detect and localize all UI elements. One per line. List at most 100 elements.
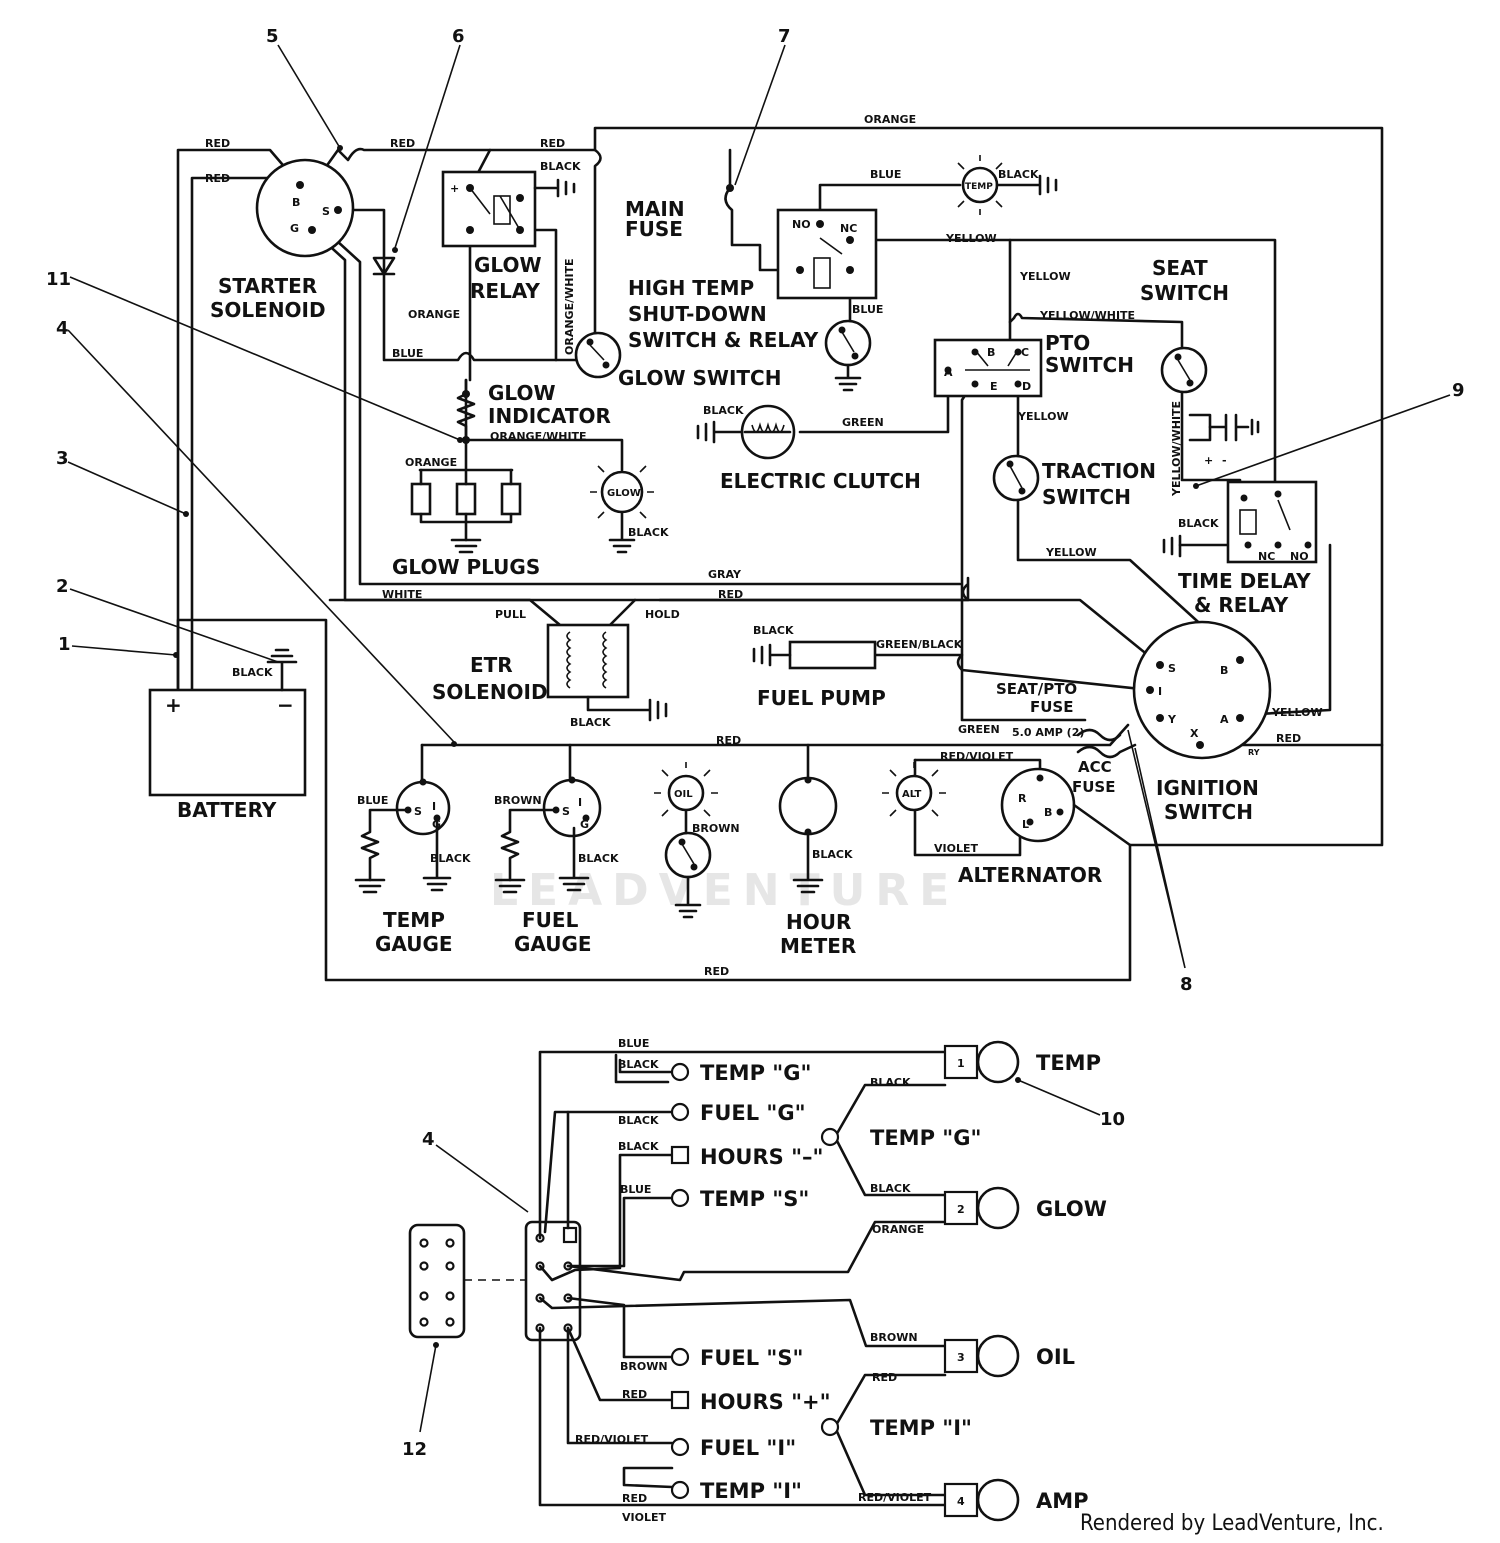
callout-8: 8 (1180, 974, 1193, 995)
wire-label: GREEN (958, 723, 1000, 736)
pto-switch: A B C E D PTO SWITCH (933, 331, 1134, 398)
alternator: R B L ALTERNATOR (958, 767, 1132, 887)
glow-relay-label-1: GLOW (474, 253, 542, 277)
callout-5: 5 (266, 26, 279, 47)
wire-label: BLACK (430, 852, 471, 865)
ign-terminal-ry: RY (1248, 748, 1260, 757)
legend-wire: RED (622, 1492, 647, 1505)
wire-label: BLUE (392, 347, 423, 360)
callout-12: 12 (402, 1439, 427, 1460)
battery-label: BATTERY (177, 798, 277, 822)
time-delay-label-1: TIME DELAY (1178, 569, 1311, 593)
callout-10: 10 (1100, 1109, 1125, 1130)
light-4: 4 AMP (943, 1478, 1089, 1522)
glow-switch: GLOW SWITCH (574, 331, 781, 390)
wire-label: BLACK (703, 404, 744, 417)
acc-fuse-label-2: FUSE (1072, 778, 1115, 796)
glow-plugs-label: GLOW PLUGS (392, 555, 540, 579)
alt-terminal-r: R (1018, 792, 1027, 805)
seat-pto-fuse-label-1: SEAT/PTO (996, 680, 1077, 698)
callout-11: 11 (46, 269, 71, 290)
wire-label: YELLOW/WHITE (1039, 309, 1135, 322)
terminal-no: NO (792, 218, 811, 231)
light-1-num: 1 (957, 1057, 965, 1070)
legend-right-wire: RED (872, 1371, 897, 1384)
battery: + − BATTERY (148, 648, 307, 822)
wire-label: RED (718, 588, 743, 601)
oil-lamp-text: OIL (674, 789, 693, 800)
callout-3: 3 (56, 448, 69, 469)
wire-label: BLACK (578, 852, 619, 865)
ign-terminal-b: B (1220, 664, 1228, 677)
legend-right-wire: RED/VIOLET (858, 1491, 932, 1504)
credit-text: Rendered by LeadVenture, Inc. (1080, 1511, 1384, 1536)
light-2-name: GLOW (1036, 1197, 1107, 1221)
light-3: 3 OIL (943, 1334, 1075, 1378)
wire-label: RED (205, 172, 230, 185)
ign-terminal-i: I (1158, 685, 1162, 698)
terminal-g: G (290, 222, 299, 235)
legend-right-wire: BROWN (870, 1331, 918, 1344)
etr-label-1: ETR (470, 653, 513, 677)
wire-label: BLUE (852, 303, 883, 316)
fuses: SEAT/PTO FUSE 5.0 AMP (2) ACC FUSE (996, 680, 1115, 796)
wire-label: GREEN/BLACK (876, 638, 963, 651)
electric-clutch: ELECTRIC CLUTCH (696, 404, 921, 493)
pto-terminal-d: D (1022, 380, 1031, 393)
battery-plus: + (165, 693, 182, 717)
wire-label: BLACK (540, 160, 581, 173)
legend-left-5: HOURS "+" (700, 1390, 831, 1414)
high-temp-label-2: SHUT-DOWN (628, 302, 767, 326)
high-temp-label-1: HIGH TEMP (628, 276, 754, 300)
diode (372, 256, 396, 276)
legend-left-0: TEMP "G" (700, 1061, 811, 1085)
wire-label: BLACK (570, 716, 611, 729)
time-delay-relay: NC NO TIME DELAY & RELAY (1162, 480, 1318, 617)
legend-wire: BLACK (618, 1140, 659, 1153)
terminal-nc: NC (840, 222, 857, 235)
legend-wire: BLACK (618, 1058, 659, 1071)
tdr-no: NO (1290, 550, 1309, 563)
fg-terminal-s: S (562, 805, 570, 818)
light-2-num: 2 (957, 1203, 965, 1216)
hour-meter-label-2: METER (780, 934, 856, 958)
legend-mid-1: TEMP "I" (870, 1416, 972, 1440)
ignition-switch: S B I Y A X RY IGNITION SWITCH (1132, 620, 1272, 824)
terminal-b: B (292, 196, 300, 209)
alt-terminal-l: L (1022, 818, 1029, 831)
legend-left-3: TEMP "S" (700, 1187, 809, 1211)
legend-left-1: FUEL "G" (700, 1101, 806, 1125)
wire-label: ORANGE (405, 456, 457, 469)
light-3-name: OIL (1036, 1345, 1075, 1369)
temp-gauge-label-1: TEMP (383, 908, 445, 932)
callout-1: 1 (58, 634, 71, 655)
tg-terminal-i: I (432, 800, 436, 813)
legend-right-wire: BLACK (870, 1076, 911, 1089)
seat-switch: SEAT SWITCH (1140, 256, 1229, 394)
glow-plugs: GLOW PLUGS (392, 468, 540, 579)
wire-labels: RED RED RED RED BLACK ORANGE BLUE BLACK … (205, 113, 1323, 978)
legend-wire: BLUE (620, 1183, 651, 1196)
wire-label: RED (716, 734, 741, 747)
glow-indicator-label-1: GLOW (488, 381, 556, 405)
fuel-gauge: S I G FUEL GAUGE (494, 776, 602, 956)
battery-minus: − (277, 693, 294, 717)
legend-right-wire: ORANGE (872, 1223, 924, 1236)
legend-wire: BLUE (618, 1037, 649, 1050)
pto-switch-label-2: SWITCH (1045, 353, 1134, 377)
wire-label: ORANGE/WHITE (490, 430, 587, 443)
ign-terminal-a: A (1220, 713, 1229, 726)
main-fuse-label-1: MAIN (625, 197, 685, 221)
terminal-s: S (322, 205, 330, 218)
glow-lamp-text: GLOW (607, 488, 641, 499)
light-3-num: 3 (957, 1351, 965, 1364)
legend-wire: BLACK (618, 1114, 659, 1127)
ign-terminal-y: Y (1167, 713, 1177, 726)
wire-label: GRAY (708, 568, 742, 581)
wire-label: BROWN (692, 822, 740, 835)
fuel-pump: FUEL PUMP (752, 640, 886, 710)
etr-hold: HOLD (645, 608, 680, 621)
high-temp-relay: NO NC HIGH TEMP SHUT-DOWN SWITCH & RELAY (628, 208, 878, 352)
wire-label: BLUE (870, 168, 901, 181)
